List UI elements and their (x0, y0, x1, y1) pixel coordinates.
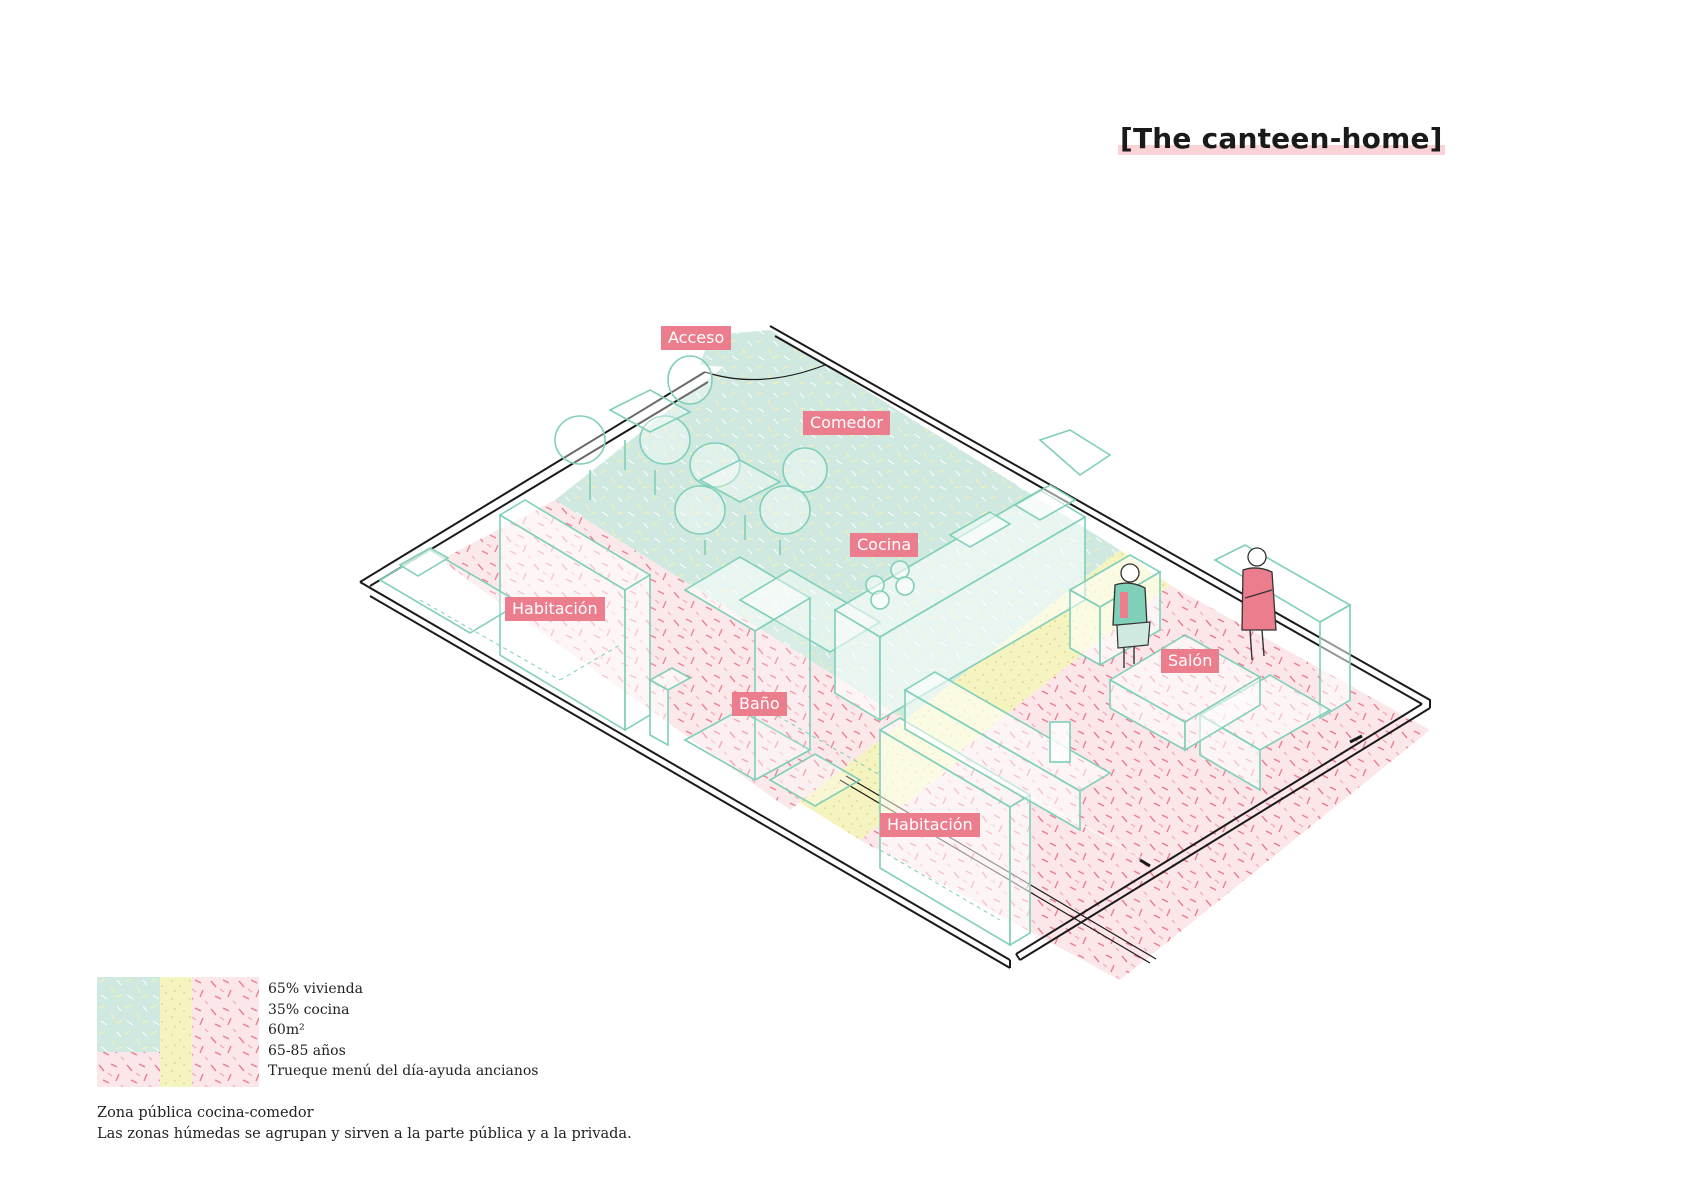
legend-line: 65% vivienda (268, 981, 363, 997)
room-label-bano: Baño (732, 692, 787, 716)
room-label-acceso: Acceso (661, 326, 732, 350)
room-label-cocina: Cocina (850, 533, 919, 557)
room-label-comedor: Comedor (803, 411, 890, 435)
room-label-habitacion-left: Habitación (505, 597, 605, 621)
exterior-walls (359, 325, 1431, 969)
legend-line: 65-85 años (268, 1042, 346, 1059)
legend-line: 35% cocina (268, 1001, 350, 1018)
legend-text: 65% vivienda 35% cocina 60m² 65-85 años … (268, 979, 538, 1082)
room-label-salon: Salón (1161, 649, 1220, 673)
legend-line: Trueque menú del día-ayuda ancianos (268, 1063, 539, 1079)
caption-line-2: Las zonas húmedas se agrupan y sirven a … (97, 1126, 632, 1142)
interior-volumes (378, 429, 1352, 947)
room-label-habitacion-right: Habitación (880, 813, 980, 837)
legend-swatch (97, 977, 259, 1087)
legend-line: 60m² (268, 1022, 305, 1038)
caption: Zona pública cocina-comedor Las zonas hú… (97, 1103, 632, 1145)
door-swing (704, 364, 826, 381)
page-title: [The canteen-home] (1118, 122, 1445, 155)
dining-furniture (554, 355, 828, 555)
seated-woman-icon (1112, 563, 1151, 668)
caption-line-1: Zona pública cocina-comedor (97, 1105, 314, 1121)
seated-woman-pink-icon (1241, 547, 1277, 661)
